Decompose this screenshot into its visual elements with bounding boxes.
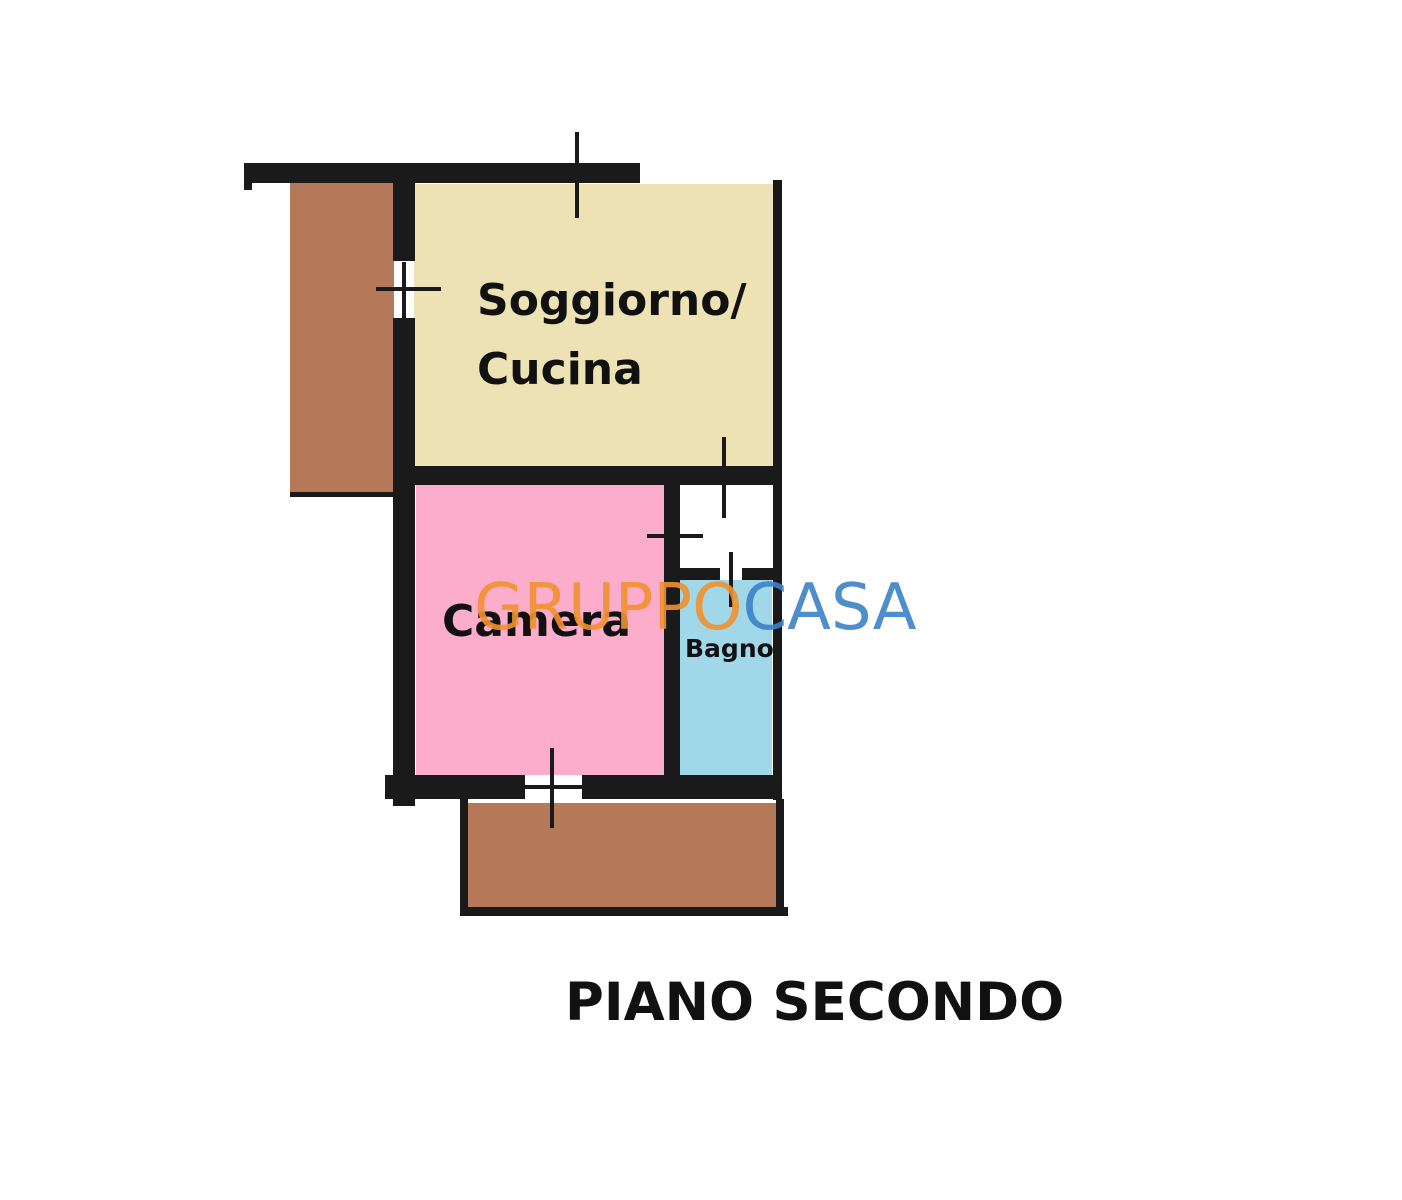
bathroom-label: Bagno bbox=[685, 634, 774, 663]
floor-label: PIANO SECONDO bbox=[565, 972, 1064, 1033]
door-markers bbox=[376, 132, 733, 828]
watermark-part1: GRUPPO bbox=[474, 571, 742, 645]
balcony-bottom bbox=[468, 803, 776, 909]
room-bathroom bbox=[680, 580, 772, 775]
watermark-logo: GRUPPOCASA bbox=[474, 571, 917, 645]
bedroom-label: Camera bbox=[442, 596, 631, 647]
watermark-part2: CASA bbox=[742, 571, 916, 645]
room-bedroom bbox=[416, 485, 664, 775]
living-label-line1: Soggiorno/ bbox=[477, 275, 747, 326]
walls bbox=[244, 163, 788, 916]
balcony-left bbox=[290, 183, 394, 495]
living-label-line2: Cucina bbox=[477, 344, 643, 395]
room-living-kitchen bbox=[414, 184, 776, 466]
